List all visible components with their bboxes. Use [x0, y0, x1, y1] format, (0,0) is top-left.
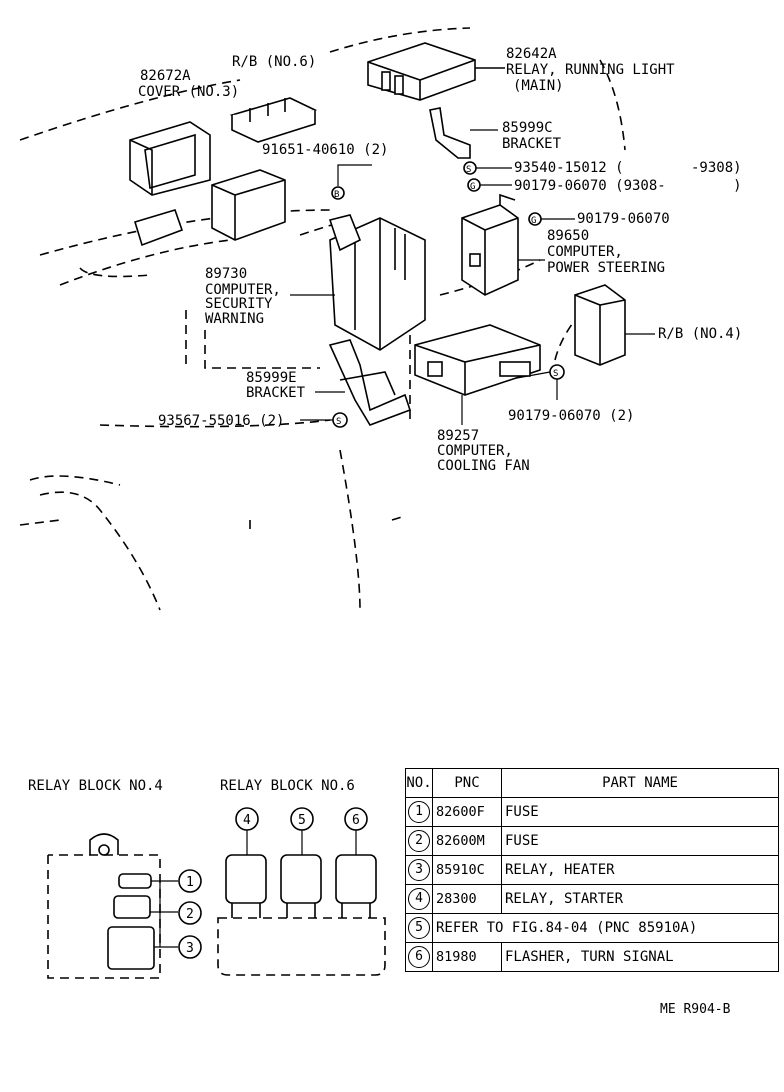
svg-text:S: S [466, 165, 471, 175]
svg-text:G: G [531, 216, 536, 226]
relay-block-no4-title: RELAY BLOCK NO.4 [28, 778, 163, 794]
computer-security-warning-part [290, 214, 426, 351]
label-main: (MAIN) [513, 78, 564, 94]
callout-5: 5 [298, 813, 306, 828]
table-row: 6 81980 FLASHER, TURN SIGNAL [405, 942, 779, 972]
label-computer-sw: COMPUTER, [205, 282, 281, 298]
label-cooling-fan: COOLING FAN [437, 458, 530, 474]
label-85999e: 85999E [246, 370, 297, 386]
table-row: 4 28300 RELAY, STARTER [405, 884, 779, 914]
fastener-symbols: S G G B S S [300, 161, 575, 428]
table-header-row: NO. PNC PART NAME [405, 768, 779, 798]
label-computer-cf: COMPUTER, [437, 443, 513, 459]
row-part-name: RELAY, HEATER [501, 855, 779, 885]
label-85999c: 85999C [502, 120, 553, 136]
col-no-header: NO. [405, 768, 433, 798]
relay-block-no6-title: RELAY BLOCK NO.6 [220, 778, 355, 794]
table-row: 1 82600F FUSE [405, 797, 779, 827]
table-row: 3 85910C RELAY, HEATER [405, 855, 779, 885]
row-part-name: REFER TO FIG.84-04 (PNC 85910A) [432, 913, 779, 943]
relay-block-no6: RELAY BLOCK NO.6 4 5 6 [217, 778, 386, 976]
label-bracket-c: BRACKET [502, 136, 562, 152]
row-part-name: FUSE [501, 826, 779, 856]
relay-block-no4: RELAY BLOCK NO.4 1 2 3 [28, 778, 202, 979]
label-nut-90179-c: 90179-06070 (2) [508, 408, 634, 424]
row-part-name: FUSE [501, 797, 779, 827]
parts-table: NO. PNC PART NAME 1 82600F FUSE 2 82600M… [405, 768, 779, 972]
label-security: SECURITY [205, 296, 273, 312]
body-outline [19, 27, 626, 611]
label-rb-no4: R/B (NO.4) [658, 326, 742, 342]
row-pnc: 85910C [432, 855, 502, 885]
label-bracket-e: BRACKET [246, 385, 306, 401]
label-nut-90179-a: 90179-06070 (9308- ) [514, 178, 742, 194]
svg-text:G: G [470, 182, 475, 192]
col-pnc-header: PNC [432, 768, 502, 798]
callout-4: 4 [243, 813, 251, 828]
label-power-steering: POWER STEERING [547, 260, 665, 276]
row-part-name: RELAY, STARTER [501, 884, 779, 914]
row-number: 6 [408, 946, 430, 968]
label-warning: WARNING [205, 311, 264, 327]
row-number: 1 [408, 801, 430, 823]
table-row: 2 82600M FUSE [405, 826, 779, 856]
label-nut-90179-b: 90179-06070 [577, 211, 670, 227]
row-number: 2 [408, 830, 430, 852]
rb-no6-part [211, 97, 318, 241]
part-labels: 82672A COVER (NO.3) R/B (NO.6) 82642A RE… [138, 46, 742, 474]
label-82672a: 82672A [140, 68, 191, 84]
callout-6: 6 [352, 813, 360, 828]
figure-reference: ME R904-B [660, 1002, 731, 1017]
col-part-name-header: PART NAME [501, 768, 779, 798]
label-bolt-91651: 91651-40610 (2) [262, 142, 388, 158]
callout-1: 1 [186, 875, 194, 890]
label-relay-running-light: RELAY, RUNNING LIGHT [506, 62, 675, 78]
svg-text:B: B [334, 190, 339, 200]
bracket-85999e-part [315, 339, 412, 426]
computer-cooling-fan-part [414, 324, 541, 425]
label-89257: 89257 [437, 428, 479, 444]
table-row: 5 REFER TO FIG.84-04 (PNC 85910A) [405, 913, 779, 943]
computer-power-steering-part [461, 193, 545, 296]
callout-2: 2 [186, 907, 194, 922]
relay-running-light-part [367, 42, 505, 101]
label-cover-no3: COVER (NO.3) [138, 84, 239, 100]
row-pnc: 28300 [432, 884, 502, 914]
label-rb-no6: R/B (NO.6) [232, 54, 316, 70]
callout-3: 3 [186, 941, 194, 956]
rb-no4-part [574, 284, 655, 366]
label-screw-93567: 93567-55016 (2) [158, 413, 284, 429]
label-screw-93540: 93540-15012 ( -9308) [514, 160, 742, 176]
label-82642a: 82642A [506, 46, 557, 62]
svg-text:S: S [553, 369, 558, 379]
svg-text:S: S [336, 417, 341, 427]
label-89650: 89650 [547, 228, 589, 244]
row-number: 5 [408, 917, 430, 939]
row-pnc: 82600F [432, 797, 502, 827]
row-number: 4 [408, 888, 430, 910]
label-computer-ps: COMPUTER, [547, 244, 623, 260]
row-number: 3 [408, 859, 430, 881]
bracket-85999c-part [429, 107, 498, 159]
row-pnc: 81980 [432, 942, 502, 972]
cover-no3-part [129, 121, 211, 247]
row-pnc: 82600M [432, 826, 502, 856]
row-part-name: FLASHER, TURN SIGNAL [501, 942, 779, 972]
label-89730: 89730 [205, 266, 247, 282]
